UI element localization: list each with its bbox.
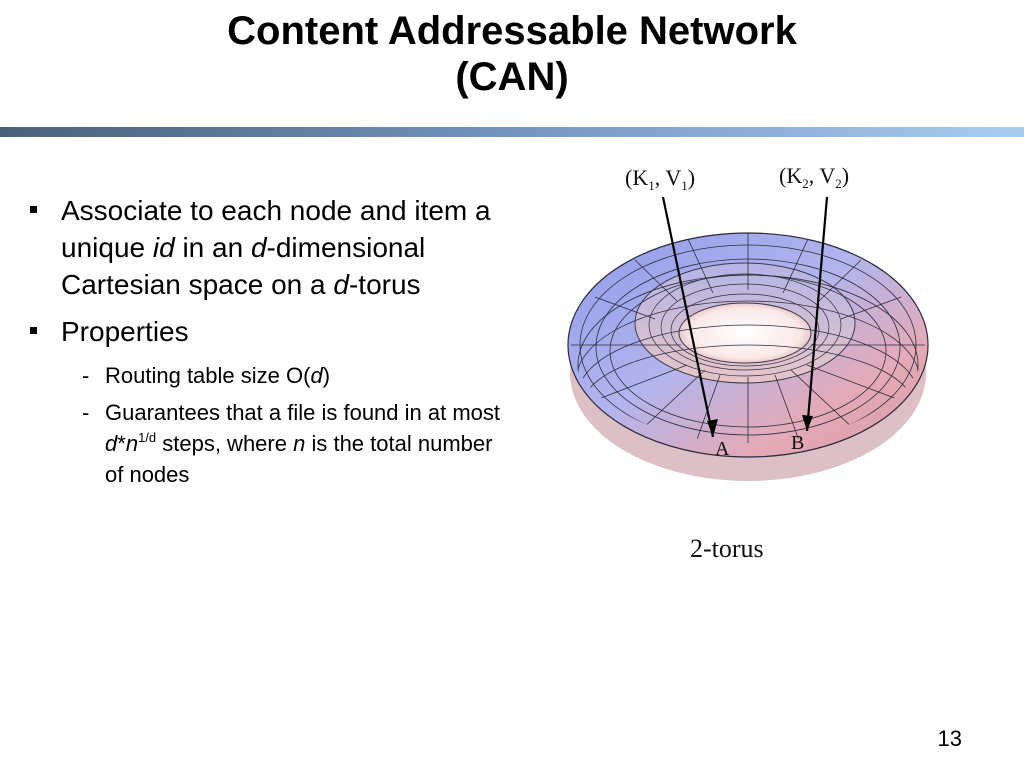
v1-sub: 1 (681, 178, 688, 193)
k1-sep: , V (655, 165, 682, 190)
point-b-label: B (791, 432, 804, 454)
b2-text: Properties (61, 316, 189, 347)
key-value-label-1: (K1, V1) (625, 165, 695, 193)
s2-italic-n: n (125, 431, 139, 456)
b1-text-1: Associate to each node and item a unique (61, 195, 491, 263)
b1-italic-id: id (152, 232, 175, 263)
k2-sep: , V (809, 163, 836, 188)
torus-svg: (K1, V1) (K2, V2) A B 2-torus (567, 163, 929, 563)
title-line-2: (CAN) (455, 55, 569, 99)
k2-sub: 2 (802, 176, 809, 191)
dash-marker: - (82, 400, 90, 425)
b1-text-2: in an (174, 232, 251, 263)
s2-italic-n2: n (293, 431, 306, 456)
v2-sub: 2 (835, 176, 842, 191)
sub-bullet-guarantees: - Guarantees that a file is found in at … (30, 397, 510, 490)
s1-italic-d: d (310, 363, 323, 388)
s2-text-3: steps, where (156, 431, 294, 456)
b1-italic-d2: d (333, 269, 349, 300)
point-a-label: A (715, 438, 730, 460)
b1-italic-d: d (250, 232, 267, 263)
bullet-associate: Associate to each node and item a unique… (30, 192, 510, 303)
sub-bullet-routing: - Routing table size O(d) (30, 360, 510, 391)
bullet-properties: Properties (30, 313, 510, 350)
k2-close: ) (842, 163, 849, 188)
torus-caption: 2-torus (690, 534, 764, 563)
key-value-label-2: (K2, V2) (779, 163, 849, 191)
k2-open: (K (779, 163, 802, 188)
s2-text-1: Guarantees that a file is found in at mo… (105, 400, 501, 425)
pointer-lines (661, 196, 829, 438)
k1-sub: 1 (648, 178, 655, 193)
title-line-1: Content Addressable Network (227, 9, 797, 53)
bullet-square-icon (30, 327, 37, 334)
k1-close: ) (688, 165, 695, 190)
s2-italic-d: d (105, 431, 118, 456)
s2-star: * (117, 431, 126, 456)
s1-text-2: ) (322, 363, 331, 388)
s2-text-4: is the total number of nodes (105, 431, 493, 487)
b1-text-3: -dimensional Cartesian space on a (61, 232, 426, 300)
torus-figure: (K1, V1) (K2, V2) A B 2-torus (555, 155, 945, 575)
s1-text-1: Routing table size O( (105, 363, 311, 388)
b1-text-4: -torus (348, 269, 421, 300)
title-divider (0, 127, 1024, 137)
torus-body (567, 232, 929, 481)
page-number: 13 (937, 726, 962, 751)
bullet-square-icon (30, 206, 37, 213)
slide-title: Content Addressable Network (CAN) (0, 8, 1024, 100)
k1-open: (K (625, 165, 648, 190)
s2-exponent: 1/d (138, 430, 157, 445)
bullet-list: Associate to each node and item a unique… (30, 192, 510, 496)
dash-marker: - (82, 363, 90, 388)
